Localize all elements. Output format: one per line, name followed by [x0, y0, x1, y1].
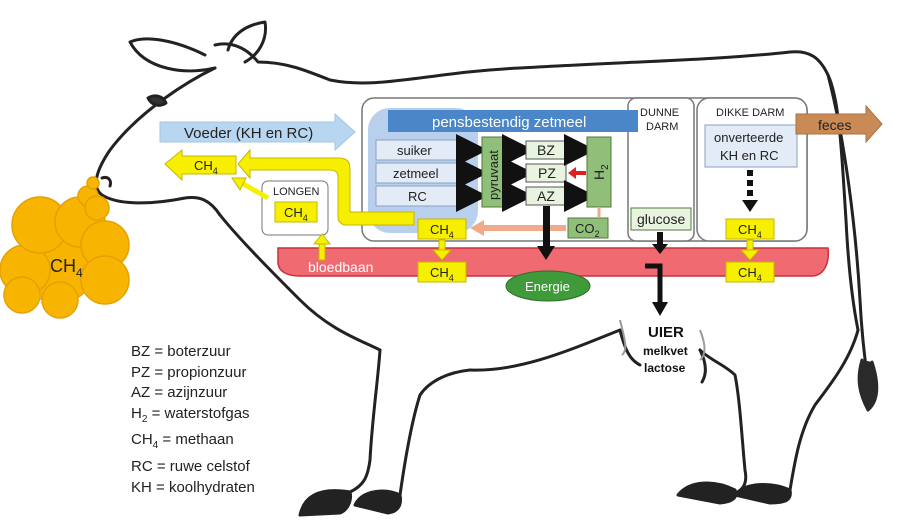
svg-text:Energie: Energie — [525, 279, 570, 294]
svg-text:LONGEN: LONGEN — [273, 186, 320, 198]
acid-bz: BZ — [537, 142, 555, 158]
svg-text:UIER: UIER — [648, 324, 684, 341]
energie-ellipse: Energie — [505, 270, 591, 302]
legend-sub: 2 — [141, 413, 148, 425]
dunne-darm-label: DUNNE DARM — [640, 107, 679, 133]
pyruvaat-box: pyruvaat — [481, 136, 505, 208]
legend-sub: 4 — [152, 440, 159, 452]
legend-abbr: CH — [131, 431, 153, 449]
acid-pz: PZ — [538, 165, 556, 181]
legend-desc: = waterstofgas — [147, 404, 250, 422]
blood-to-lungs-arrow — [312, 233, 332, 261]
svg-text:pyruvaat: pyruvaat — [486, 150, 501, 200]
pyruvaat-arrows — [502, 134, 534, 212]
acid-to-energy-arrow — [537, 206, 555, 260]
input-rc: RC — [408, 189, 427, 204]
svg-text:CH4: CH4 — [738, 265, 762, 283]
pensbestendig-zetmeel-bar: pensbestendig zetmeel — [388, 110, 638, 132]
colon-dashed-arrow — [742, 170, 758, 212]
lungs-box: LONGEN CH4 — [261, 180, 329, 236]
feed-arrow: Voeder (KH en RC) — [159, 112, 356, 152]
dikke-darm-label: DIKKE DARM onverteerde KH en RC — [704, 107, 798, 168]
legend-item: CH4 = methaan — [131, 430, 255, 457]
svg-text:glucose: glucose — [637, 211, 685, 227]
co2-to-ch4-arrow — [470, 220, 566, 236]
svg-text:CH4: CH4 — [430, 222, 454, 240]
legend-item: PZ = propionzuur — [131, 363, 255, 384]
h2-box: H2 — [586, 136, 612, 208]
co2-box: CO2 — [567, 217, 609, 239]
methane-cloud: CH4 — [0, 176, 130, 319]
legend-desc: = azijnzuur — [150, 384, 228, 402]
legend-desc: = methaan — [158, 431, 234, 449]
blood-to-udder-arrow — [645, 263, 668, 316]
rumen-to-blood-arrow — [431, 239, 453, 261]
svg-text:CO2: CO2 — [575, 221, 600, 239]
blood-ch4-rumen: CH4 — [417, 261, 467, 283]
legend-desc: = koolhydraten — [151, 478, 255, 496]
blood-ch4-colon: CH4 — [725, 261, 775, 283]
legend-item: KH = koolhydraten — [131, 478, 255, 499]
svg-text:melkvet: melkvet — [643, 344, 688, 358]
colon-ch4-box: CH4 — [725, 218, 775, 240]
mouth-ch4: CH4 — [164, 148, 237, 182]
legend-desc: = propionzuur — [150, 363, 247, 381]
svg-text:lactose: lactose — [644, 361, 686, 375]
legend-abbr: AZ — [131, 384, 151, 402]
cow-outline — [94, 20, 879, 517]
svg-text:pensbestendig zetmeel: pensbestendig zetmeel — [432, 114, 586, 131]
legend-abbr: PZ — [131, 363, 151, 381]
feed-label: Voeder (KH en RC) — [184, 125, 313, 142]
h2-arrows — [564, 134, 596, 212]
legend-item: H2 = waterstofgas — [131, 404, 255, 431]
svg-text:DUNNE: DUNNE — [640, 107, 679, 119]
svg-text:CH4: CH4 — [284, 205, 308, 223]
glucose-to-blood-arrow — [652, 232, 668, 254]
svg-text:onverteerde: onverteerde — [714, 130, 783, 145]
input-zetmeel: zetmeel — [393, 166, 439, 181]
legend-item: RC = ruwe celstof — [131, 457, 255, 478]
volatile-fatty-acids: BZ PZ AZ — [525, 140, 567, 206]
legend-item: BZ = boterzuur — [131, 342, 255, 363]
legend-abbr: KH — [131, 478, 152, 496]
udder-labels: UIER melkvet lactose — [643, 324, 688, 375]
cloud-ch4-label: CH4 — [50, 256, 83, 280]
svg-text:feces: feces — [818, 117, 851, 133]
legend-abbr: BZ — [131, 343, 151, 360]
input-suiker: suiker — [397, 143, 432, 158]
svg-text:CH4: CH4 — [194, 158, 218, 176]
acid-az: AZ — [537, 188, 555, 204]
svg-text:DARM: DARM — [646, 121, 678, 133]
svg-text:CH4: CH4 — [738, 222, 762, 240]
svg-text:KH en RC: KH en RC — [720, 148, 779, 163]
rumen-ch4-box: CH4 — [417, 218, 467, 240]
bloodstream-label: bloedbaan — [308, 259, 373, 275]
eructation-path — [237, 148, 415, 226]
input-arrows — [456, 134, 488, 212]
legend-abbr: H — [131, 404, 142, 422]
udder — [619, 319, 706, 361]
legend-desc: = ruwe celstof — [152, 457, 250, 475]
legend-desc: = boterzuur — [150, 343, 231, 360]
glucose-box: glucose — [630, 207, 692, 231]
svg-text:H2: H2 — [591, 164, 611, 180]
legend-abbr: RC — [131, 457, 153, 475]
legend-item: AZ = azijnzuur — [131, 383, 255, 404]
feces-arrow: feces — [795, 104, 883, 144]
rumen-inputs: suiker zetmeel RC — [375, 139, 459, 207]
colon-to-blood-arrow — [739, 239, 761, 261]
lungs-to-mouth-arrow — [231, 177, 270, 201]
svg-text:DIKKE DARM: DIKKE DARM — [716, 107, 784, 119]
svg-text:CH4: CH4 — [430, 265, 454, 283]
